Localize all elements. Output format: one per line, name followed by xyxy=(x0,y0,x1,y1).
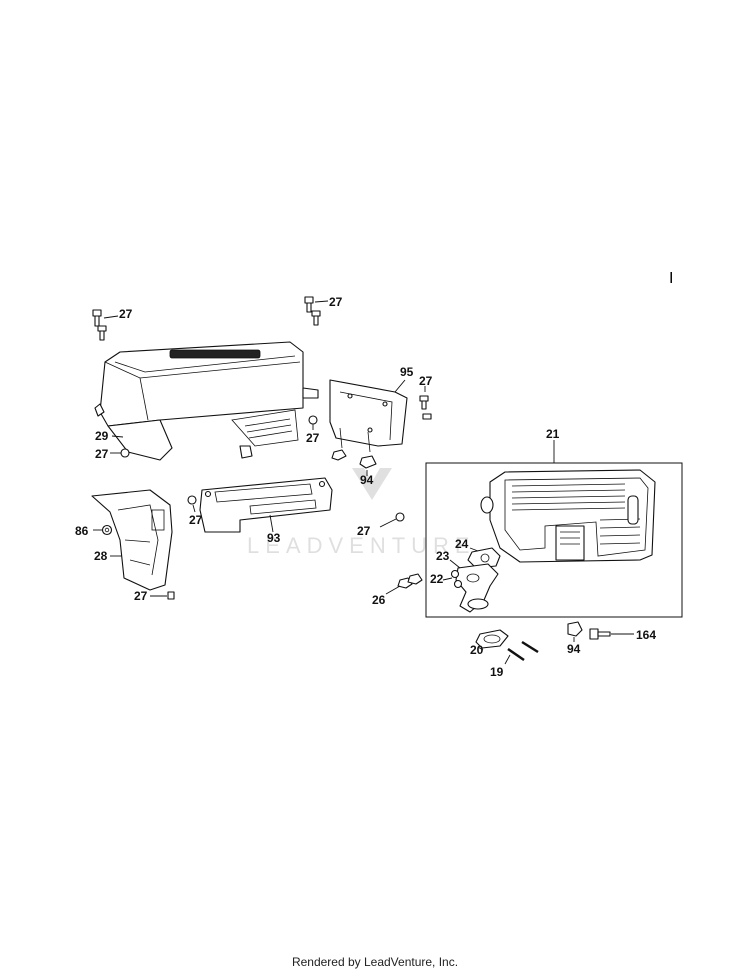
engine-shroud-29[interactable] xyxy=(94,341,319,461)
label-27-c: 27 xyxy=(95,447,109,461)
label-27-d: 27 xyxy=(306,431,320,445)
label-94-b: 94 xyxy=(567,642,581,656)
label-29: 29 xyxy=(95,429,109,443)
heat-shield-93[interactable] xyxy=(199,477,333,533)
gasket-20[interactable] xyxy=(475,629,509,651)
bolt-27-guard-bottom[interactable] xyxy=(150,591,175,600)
nut-27-plate[interactable] xyxy=(187,495,197,513)
label-23: 23 xyxy=(436,549,450,563)
label-27-a: 27 xyxy=(119,307,133,321)
label-94-a: 94 xyxy=(360,473,374,487)
bolt-27-top-center[interactable] xyxy=(304,296,329,326)
label-21: 21 xyxy=(546,427,560,441)
nut-86[interactable] xyxy=(93,524,113,536)
label-24: 24 xyxy=(455,537,469,551)
corner-mark: I xyxy=(669,270,673,287)
label-93: 93 xyxy=(267,531,281,545)
nuts-26[interactable] xyxy=(385,573,423,595)
label-20: 20 xyxy=(470,643,484,657)
bracket-95[interactable] xyxy=(329,379,408,453)
label-22: 22 xyxy=(430,572,444,586)
muffler-assembly-21[interactable] xyxy=(425,440,683,618)
label-26: 26 xyxy=(372,593,386,607)
nut-27-center[interactable] xyxy=(379,512,405,528)
nuts-22[interactable] xyxy=(442,569,463,589)
bolt-27-right-bracket[interactable] xyxy=(419,386,432,420)
label-27-g: 27 xyxy=(134,589,148,603)
nut-27-bracket[interactable] xyxy=(308,415,318,430)
footer-credit: Rendered by LeadVenture, Inc. xyxy=(291,955,459,969)
label-27-b: 27 xyxy=(329,295,343,309)
muffler-fins xyxy=(511,483,641,545)
label-28: 28 xyxy=(94,549,108,563)
label-27-f: 27 xyxy=(189,513,203,527)
guard-28[interactable] xyxy=(91,489,173,591)
watermark: LEADVENTURE xyxy=(247,468,476,558)
label-27-e: 27 xyxy=(419,374,433,388)
label-95: 95 xyxy=(400,365,414,379)
label-164: 164 xyxy=(636,628,656,642)
gasket-24[interactable] xyxy=(467,547,501,569)
studs-19[interactable] xyxy=(504,640,539,665)
label-19: 19 xyxy=(490,665,504,679)
label-86: 86 xyxy=(75,524,89,538)
nut-94-bracket[interactable] xyxy=(331,449,377,476)
nut-94-muffler[interactable] xyxy=(567,621,583,642)
bolt-164[interactable] xyxy=(589,628,634,640)
label-27-h: 27 xyxy=(357,524,371,538)
nut-27-shroud[interactable] xyxy=(110,448,130,458)
vent-slots xyxy=(231,409,299,447)
bolt-27-top-left[interactable] xyxy=(92,309,119,341)
svg-text:LEADVENTURE: LEADVENTURE xyxy=(247,533,476,558)
